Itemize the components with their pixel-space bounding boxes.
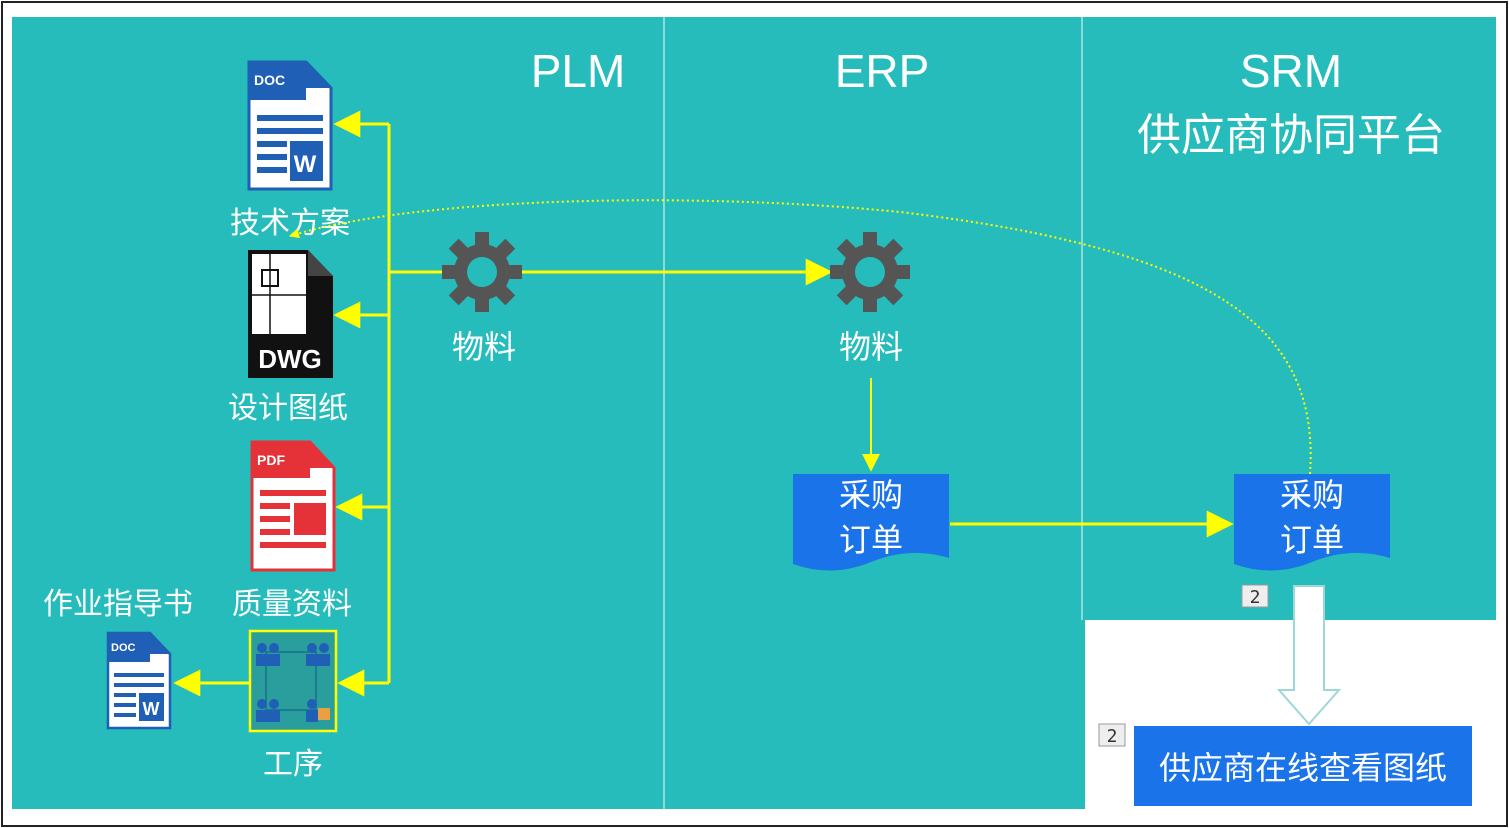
- supplier-view-drawings-box: 供应商在线查看图纸: [1134, 726, 1472, 806]
- srm-to-drawings-dotted-link: [289, 199, 1312, 475]
- srm-po-label-line2: 订单: [1280, 521, 1344, 559]
- erp-purchase-order: 采购 订单: [793, 474, 949, 571]
- supplier-view-drawings-label: 供应商在线查看图纸: [1159, 749, 1447, 787]
- svg-text:W: W: [143, 699, 160, 719]
- svg-text:PDF: PDF: [257, 452, 285, 468]
- marker-badge-b: 2: [1098, 723, 1126, 747]
- pdf-icon: PDF: [250, 440, 336, 572]
- srm-po-label-line1: 采购: [1280, 476, 1344, 514]
- svg-text:DOC: DOC: [254, 72, 285, 88]
- work-instruction-doc-icon: W DOC: [106, 631, 172, 730]
- dwg-icon: DWG: [248, 250, 333, 378]
- srm-purchase-order: 采购 订单: [1234, 474, 1390, 571]
- plm-distribution-arrows: [173, 110, 442, 697]
- plm-material-label: 物料: [452, 328, 516, 366]
- svg-text:2: 2: [1107, 726, 1118, 747]
- process-icon: [248, 629, 338, 733]
- plm-column-title: PLM: [531, 45, 626, 97]
- doc-icon: W DOC: [247, 60, 333, 191]
- erp-po-label-line1: 采购: [839, 476, 903, 514]
- svg-text:DOC: DOC: [111, 642, 136, 654]
- erp-material-gear-icon: [830, 232, 910, 312]
- erp-column-title: ERP: [835, 45, 930, 97]
- srm-column-subtitle: 供应商协同平台: [1137, 110, 1445, 161]
- work-instruction-label: 作业指导书: [43, 587, 193, 622]
- design-drawing-label: 设计图纸: [228, 391, 348, 426]
- svg-text:W: W: [294, 151, 317, 178]
- marker-badge-a: 2: [1241, 584, 1269, 608]
- down-arrow-icon: [1276, 585, 1342, 726]
- erp-material-label: 物料: [839, 328, 903, 366]
- srm-column-title: SRM: [1240, 45, 1342, 97]
- process-label: 工序: [263, 747, 323, 782]
- plm-material-gear-icon: [442, 232, 522, 312]
- svg-text:DWG: DWG: [258, 344, 322, 374]
- svg-text:2: 2: [1250, 587, 1261, 608]
- quality-docs-label: 质量资料: [232, 587, 352, 622]
- erp-po-label-line2: 订单: [839, 521, 903, 559]
